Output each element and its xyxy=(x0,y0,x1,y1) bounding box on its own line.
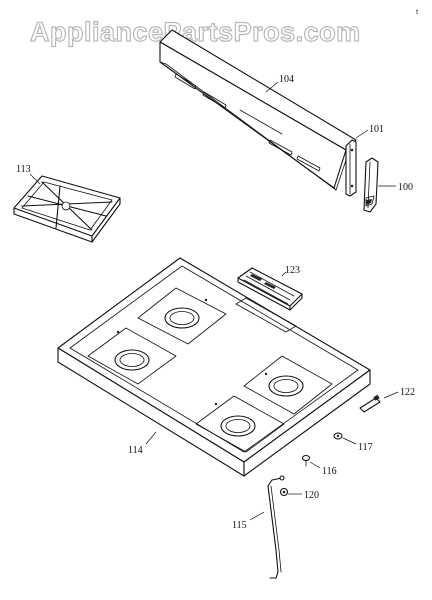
part-120-fitting xyxy=(279,487,289,497)
part-116-screw xyxy=(301,454,311,467)
leader-122 xyxy=(383,391,399,399)
callout-117: 117 xyxy=(358,442,373,453)
leader-117 xyxy=(342,437,357,445)
callout-100: 100 xyxy=(398,182,413,193)
part-122-orifice xyxy=(359,394,381,413)
callout-115: 115 xyxy=(232,520,247,531)
corner-mark: t xyxy=(416,7,419,16)
leader-104 xyxy=(265,81,279,93)
leader-116 xyxy=(309,461,321,469)
leader-115 xyxy=(249,511,265,521)
callout-122: 122 xyxy=(400,387,415,398)
leader-114 xyxy=(145,431,157,445)
part-115-gas-tube xyxy=(267,475,285,579)
part-123-vent-grille xyxy=(237,267,303,311)
callout-120: 120 xyxy=(304,490,319,501)
leader-101 xyxy=(355,129,369,139)
callout-123: 123 xyxy=(285,265,300,276)
part-104-backguard xyxy=(159,29,357,191)
callout-101: 101 xyxy=(369,124,384,135)
part-100-side-trim xyxy=(363,157,379,213)
part-101-end-bracket xyxy=(345,139,357,197)
part-113-burner-grate xyxy=(13,175,121,243)
callout-104: 104 xyxy=(279,74,294,85)
part-117-fastener xyxy=(333,432,343,440)
watermark-text: AppliancePartsPros.com xyxy=(30,17,361,47)
part-114-cooktop xyxy=(57,257,371,477)
leader-123 xyxy=(281,271,287,277)
callout-113: 113 xyxy=(16,164,31,175)
leader-113 xyxy=(29,173,41,185)
callout-114: 114 xyxy=(128,445,143,456)
callout-116: 116 xyxy=(322,466,337,477)
